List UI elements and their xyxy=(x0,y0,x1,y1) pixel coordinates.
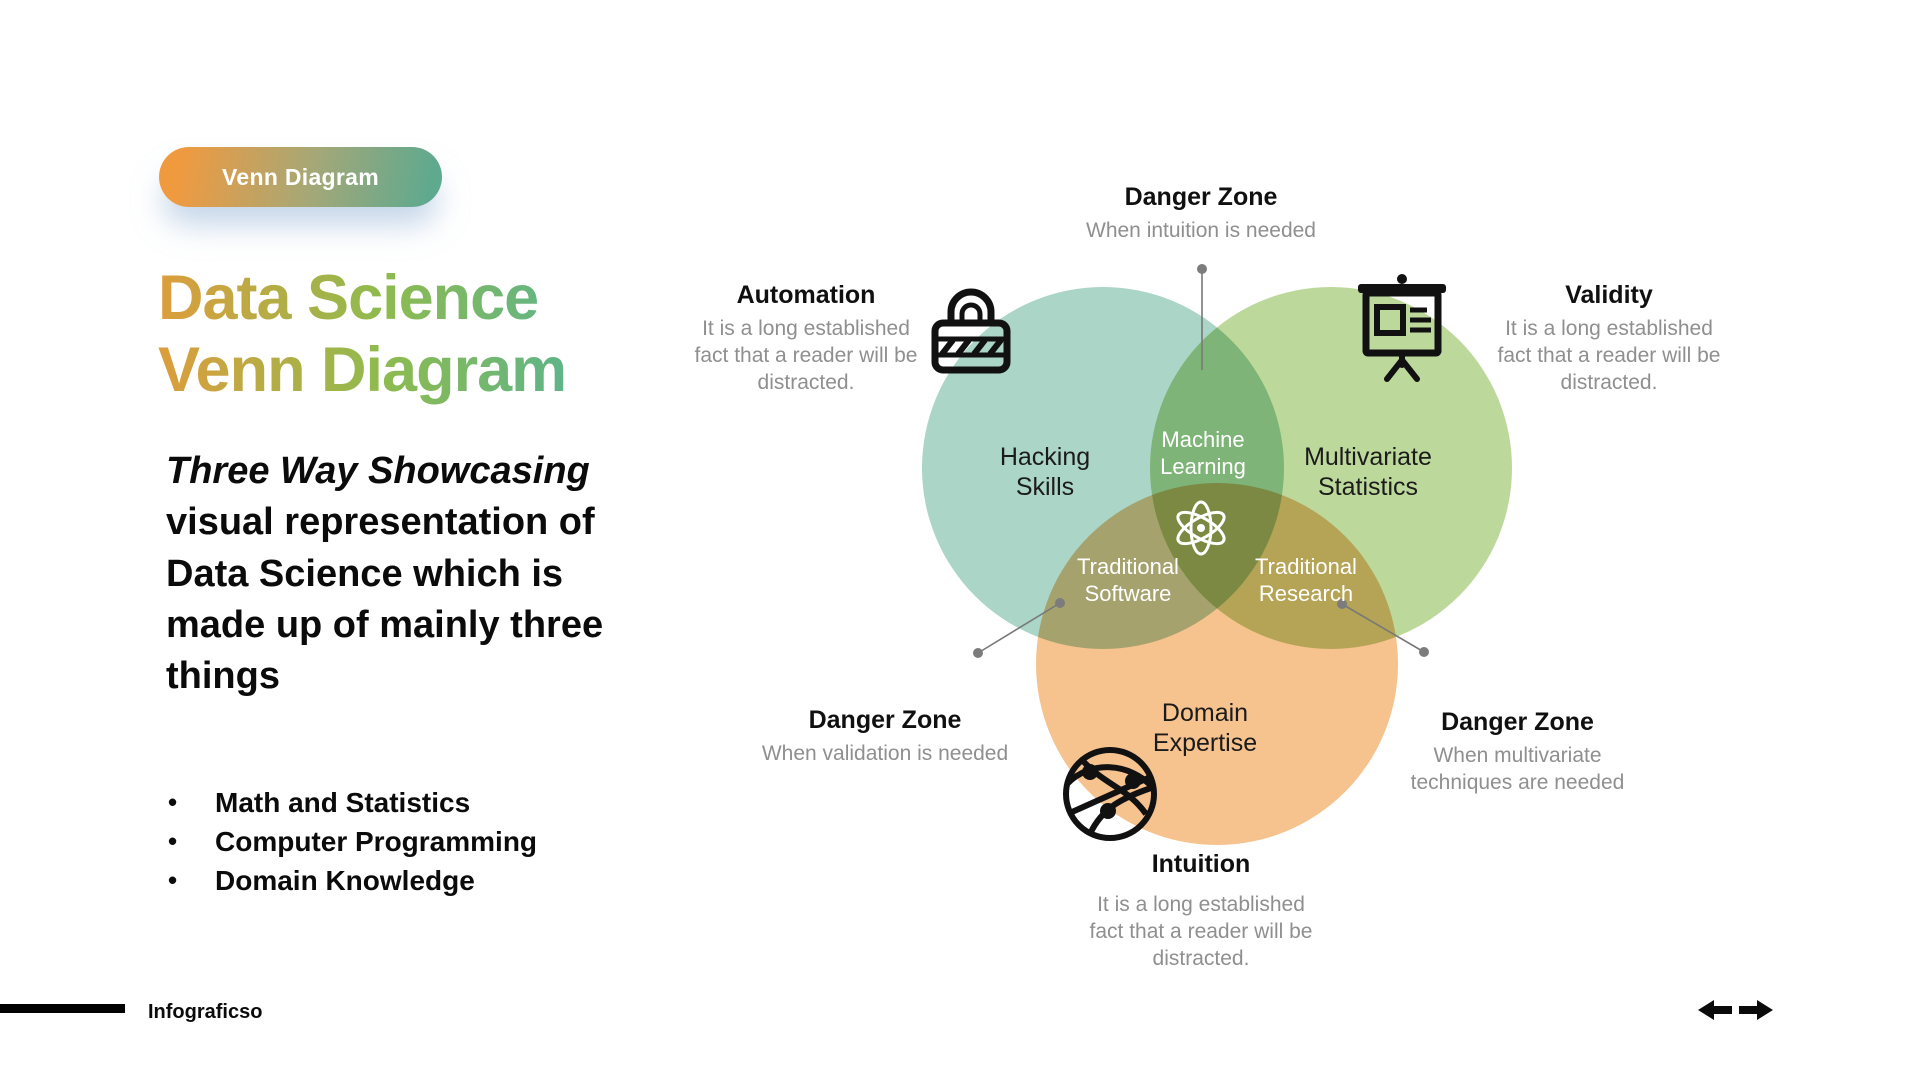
list-item: • Computer Programming xyxy=(168,822,537,861)
callout-body: It is a long established fact that a rea… xyxy=(1089,893,1313,970)
bullet-icon: • xyxy=(168,826,178,856)
globe-network-icon xyxy=(1063,747,1157,841)
presentation-board-icon xyxy=(1358,274,1446,382)
list-item-label: Math and Statistics xyxy=(215,787,471,818)
callout-body: It is a long established fact that a rea… xyxy=(1497,317,1721,394)
list-item: • Domain Knowledge xyxy=(168,861,537,900)
label-traditional-research: Traditional Research xyxy=(1255,554,1357,606)
callout-subtitle: When multivariate techniques are needed xyxy=(1410,744,1625,794)
callout-title: Automation xyxy=(736,281,876,309)
lock-icon xyxy=(931,288,1011,374)
callout-validity: Validity It is a long established fact t… xyxy=(1493,281,1725,396)
prev-arrow-button[interactable] xyxy=(1698,999,1732,1021)
callout-intuition: Intuition It is a long established fact … xyxy=(1081,850,1321,972)
slide-navigation xyxy=(1698,999,1773,1021)
footer-divider xyxy=(0,1004,125,1013)
callout-title: Danger Zone xyxy=(808,706,962,734)
connector-dot xyxy=(1419,647,1429,657)
list-item-label: Computer Programming xyxy=(215,826,538,857)
callout-body: It is a long established fact that a rea… xyxy=(694,317,918,394)
label-hacking-skills: Hacking Skills xyxy=(999,443,1091,501)
callout-title: Intuition xyxy=(1151,850,1251,878)
page-title: Data Science Venn Diagram xyxy=(158,263,567,406)
callout-danger-zone-right: Danger Zone When multivariate techniques… xyxy=(1395,708,1640,796)
list-item-label: Domain Knowledge xyxy=(215,865,475,896)
key-points-list: • Math and Statistics • Computer Programmi… xyxy=(168,783,537,900)
callout-title: Validity xyxy=(1565,281,1653,309)
callout-title: Danger Zone xyxy=(1441,708,1594,736)
next-arrow-button[interactable] xyxy=(1739,999,1773,1021)
list-item: • Math and Statistics xyxy=(168,783,537,822)
slide-tag-label: Venn Diagram xyxy=(222,163,379,190)
label-multivariate-statistics: Multivariate Statistics xyxy=(1304,443,1432,501)
slide-tag-badge: Venn Diagram xyxy=(159,147,442,207)
callout-automation: Automation It is a long established fact… xyxy=(690,281,922,396)
intro-text: Three Way Showcasing visual representati… xyxy=(166,446,618,702)
label-traditional-software: Traditional Software xyxy=(1077,554,1179,606)
brand-name: Infograficso xyxy=(148,1001,263,1023)
intro-highlight: Three Way Showcasing xyxy=(166,450,590,492)
intro-rest: visual representation of Data Science wh… xyxy=(166,501,604,698)
label-domain-expertise: Domain Expertise xyxy=(1152,699,1258,757)
bullet-icon: • xyxy=(168,787,178,817)
connector-dot xyxy=(973,648,983,658)
label-machine-learning: Machine Learning xyxy=(1160,427,1246,479)
connector-dot xyxy=(1197,264,1207,274)
callout-danger-zone-top: Danger Zone When intuition is needed xyxy=(1040,183,1362,244)
callout-subtitle: When validation is needed xyxy=(761,742,1009,765)
callout-title: Danger Zone xyxy=(1124,183,1278,211)
bullet-icon: • xyxy=(168,865,178,895)
atom-icon xyxy=(1176,500,1226,556)
callout-danger-zone-left: Danger Zone When validation is needed xyxy=(760,706,1010,767)
callout-subtitle: When intuition is needed xyxy=(1086,219,1316,242)
